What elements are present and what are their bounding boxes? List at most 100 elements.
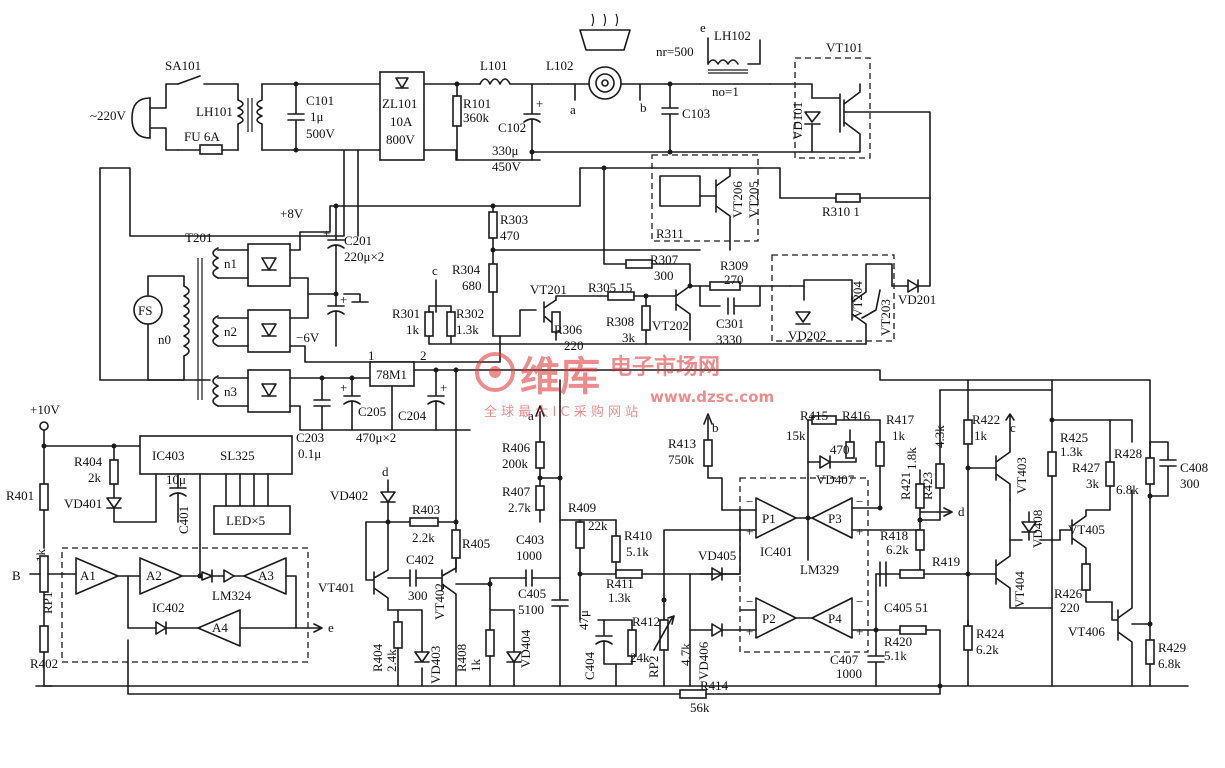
r411-value: 1.3k — [608, 590, 631, 605]
vd405-label: VD405 — [698, 548, 736, 563]
vt404-label: VT404 — [1012, 571, 1027, 608]
vd201-label: VD201 — [898, 292, 936, 307]
led-label: LED×5 — [226, 513, 265, 528]
ic403-label: IC403 — [152, 448, 185, 463]
r406-label: R406 — [502, 440, 531, 455]
svg-text:−: − — [746, 494, 753, 509]
c408-label: C408 — [1180, 460, 1208, 475]
svg-text:+: + — [440, 380, 447, 395]
svg-text:−: − — [746, 594, 753, 609]
lh101-label: LH101 — [196, 104, 233, 119]
r306-value: 220 — [564, 338, 584, 353]
output-section: R422 1k c VT403 VT404 VD408 R424 6.2k R4… — [939, 379, 1208, 687]
c205-label: C205 — [358, 404, 386, 419]
vt101-label: VT101 — [826, 40, 863, 55]
watermark-brand: 维库 — [520, 354, 600, 400]
svg-text:+: + — [536, 96, 543, 111]
p1-label: P1 — [762, 511, 776, 526]
r309-label: R309 — [720, 258, 748, 273]
r404-value: 2k — [88, 470, 102, 485]
c101-label: C101 — [306, 93, 334, 108]
r407-value: 2.7k — [508, 500, 531, 515]
r401-label: R401 — [6, 488, 34, 503]
fs-label: FS — [138, 303, 152, 318]
r411-label: R411 — [606, 576, 634, 591]
r307-label: R307 — [650, 252, 679, 267]
plus8v-label: +8V — [280, 206, 304, 221]
c402-value: 300 — [408, 588, 428, 603]
r412-label: R412 — [632, 614, 660, 629]
svg-text:−: − — [856, 494, 863, 509]
vd202-label: VD202 — [788, 328, 826, 343]
r420-label: R420 — [884, 634, 912, 649]
c407-value: 1000 — [836, 666, 862, 681]
regulator-label: 78M1 — [376, 367, 407, 382]
r429-value: 6.8k — [1158, 656, 1181, 671]
zl101-current: 10A — [390, 114, 413, 129]
r404b-value: 2.4k — [384, 649, 399, 672]
point-e-label: e — [700, 20, 706, 35]
svg-text:+: + — [340, 380, 347, 395]
svg-text:+: + — [746, 524, 753, 539]
c405b-label: C405 51 — [884, 600, 928, 615]
sa101-label: SA101 — [165, 58, 201, 73]
sl325-label: SL325 — [220, 448, 255, 463]
r302-label: R302 — [456, 306, 484, 321]
r421-label: R421 — [898, 472, 913, 500]
r407-label: R407 — [502, 484, 531, 499]
r419-label: R419 — [932, 554, 960, 569]
r301-label: R301 — [392, 306, 420, 321]
vt405-label: VT405 — [1068, 522, 1105, 537]
r422-label: R422 — [972, 412, 1000, 427]
point-c-label: c — [432, 263, 438, 278]
r305-label: R305 15 — [588, 280, 632, 295]
r415-label: R415 — [800, 408, 828, 423]
r403-value: 2.2k — [412, 530, 435, 545]
r303-value: 470 — [500, 228, 520, 243]
vd402-label: VD402 — [330, 488, 368, 503]
fuse-label: FU 6A — [184, 129, 220, 144]
r417-label: R417 — [886, 412, 915, 427]
oscillator-section: d VD402 R403 2.2k R405 VT401 C402 300 VT… — [318, 369, 569, 687]
no-label: no=1 — [712, 84, 739, 99]
r301-value: 1k — [406, 322, 420, 337]
watermark: 维库 电子市场网 www.dzsc.com 全 球 最 大 I C 采 购 网 … — [475, 352, 774, 420]
c102-cap: 330μ — [492, 143, 519, 158]
r406-value: 200k — [502, 456, 529, 471]
r410-label: R410 — [624, 528, 652, 543]
r412-value: 24k — [630, 650, 650, 665]
a4-label: A4 — [212, 620, 228, 635]
c204-value: 470μ×2 — [356, 430, 396, 445]
r413-value: 750k — [668, 452, 695, 467]
svg-text:+: + — [340, 292, 347, 307]
r310-label: R310 1 — [822, 204, 860, 219]
vd407-label: VD407 — [816, 472, 855, 487]
vt201-label: VT201 — [530, 282, 567, 297]
vt401-label: VT401 — [318, 580, 355, 595]
vt403-label: VT403 — [1014, 457, 1029, 494]
vd101-label: VD101 — [790, 102, 805, 140]
reg-out-pin: 2 — [420, 348, 427, 363]
r414-label: R414 — [700, 678, 729, 693]
d-output-label: d — [958, 504, 965, 519]
vt202-label: VT202 — [652, 318, 689, 333]
nr-label: nr=500 — [656, 44, 694, 59]
lm324-label: LM324 — [212, 588, 252, 603]
vt204-label: VT204 — [850, 281, 865, 318]
e-output-label: e — [328, 620, 334, 635]
r405-label: R405 — [462, 536, 490, 551]
r428-value: 6.8k — [1116, 482, 1139, 497]
r421-value: 1.8k — [904, 447, 919, 470]
vd408-label: VD408 — [1030, 510, 1045, 548]
vd403-label: VD403 — [428, 646, 443, 684]
watermark-title: 电子市场网 — [610, 354, 720, 380]
c203-label: C203 — [296, 430, 324, 445]
a2-label: A2 — [146, 568, 162, 583]
r404-label: R404 — [74, 454, 103, 469]
driver-section: T201 FS n0 n1 n2 +8V −6V + + C201 220μ×2 — [99, 149, 936, 400]
r302-value: 1.3k — [456, 322, 479, 337]
r423-value: 4.3k — [932, 425, 947, 448]
r308-label: R308 — [606, 314, 634, 329]
r409-value: 22k — [588, 518, 608, 533]
svg-text:+: + — [746, 624, 753, 639]
